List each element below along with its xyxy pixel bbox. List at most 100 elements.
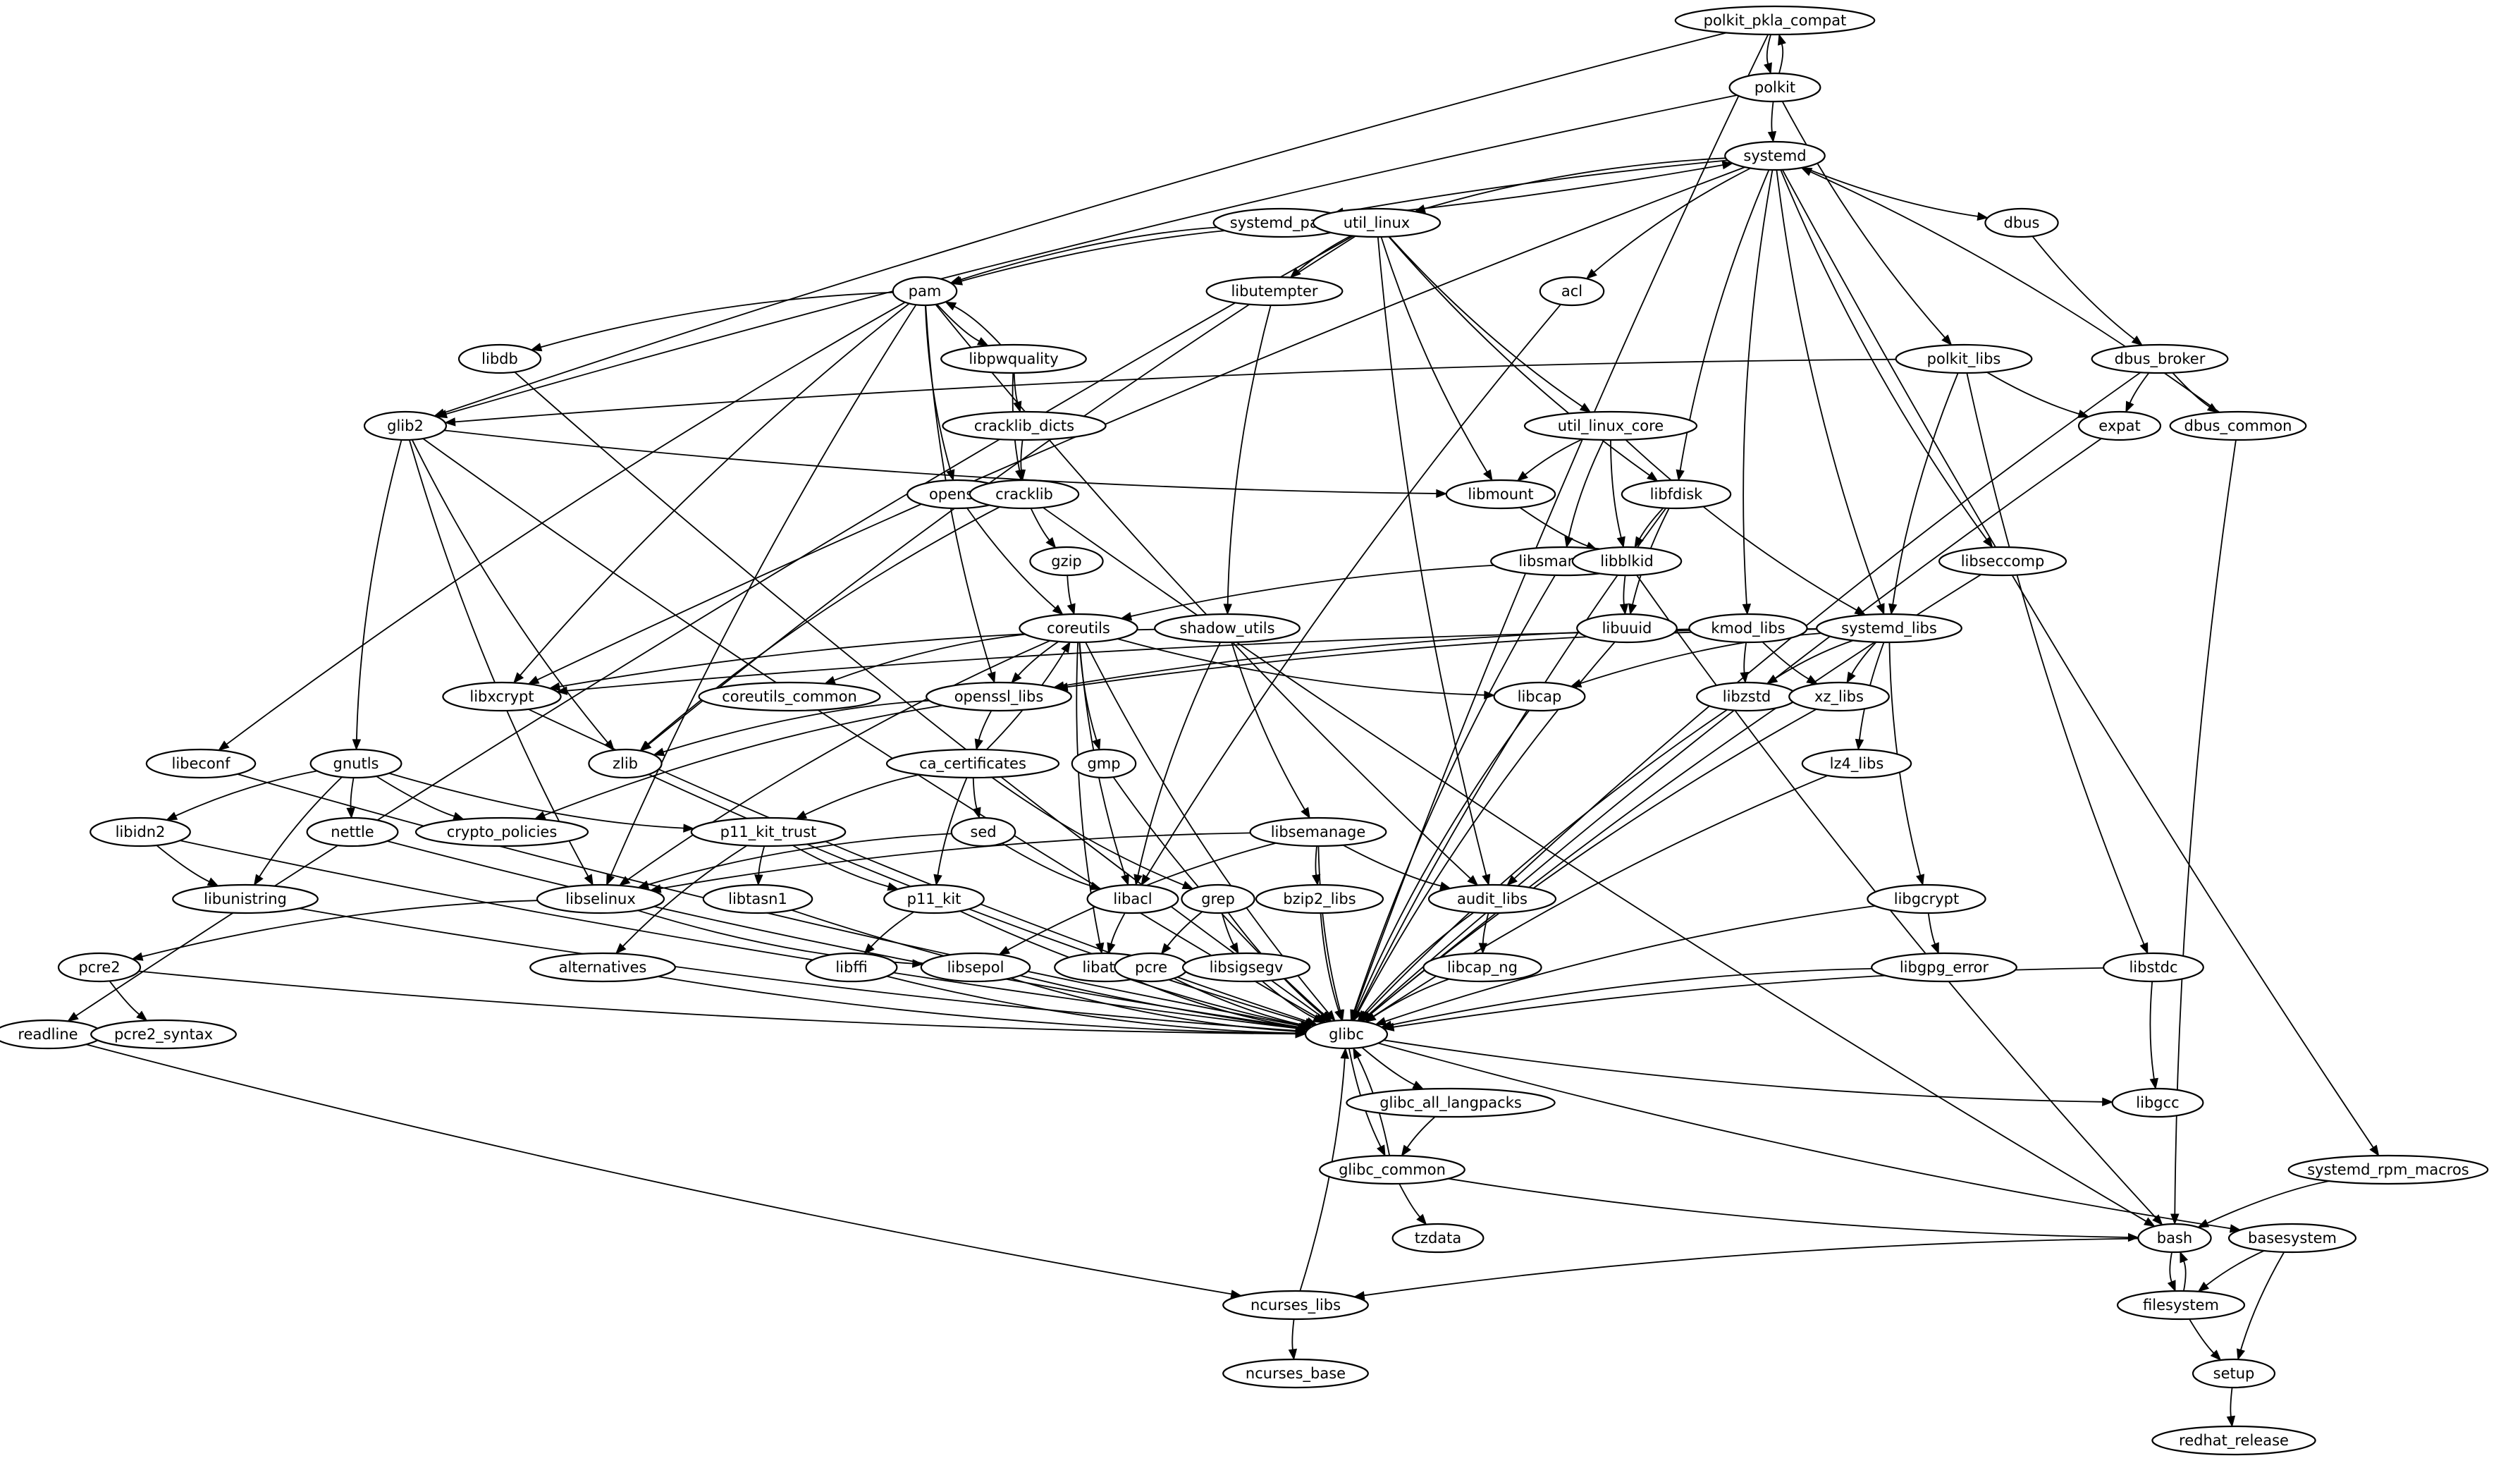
arrowhead-icon xyxy=(2131,335,2144,346)
node-pcre2[interactable]: pcre2 xyxy=(57,952,142,983)
node-audit_libs[interactable]: audit_libs xyxy=(1427,883,1557,914)
node-crypto_policies[interactable]: crypto_policies xyxy=(414,816,589,847)
node-filesystem[interactable]: filesystem xyxy=(2116,1290,2246,1321)
node-util_linux[interactable]: util_linux xyxy=(1312,207,1442,238)
node-expat[interactable]: expat xyxy=(2077,410,2162,441)
node-pam[interactable]: pam xyxy=(892,276,958,307)
node-libdb[interactable]: libdb xyxy=(457,343,542,374)
edge-glibc-to-basesystem xyxy=(1377,1042,2242,1233)
node-ncurses_libs[interactable]: ncurses_libs xyxy=(1222,1290,1369,1321)
node-libeconf[interactable]: libeconf xyxy=(145,748,257,779)
node-bzip2_libs[interactable]: bzip2_libs xyxy=(1255,883,1384,914)
edge-libsmartcols-to-glibc xyxy=(1350,575,1556,1022)
node-pcre[interactable]: pcre xyxy=(1114,952,1188,983)
node-ellipse xyxy=(172,883,319,914)
node-libuuid[interactable]: libuuid xyxy=(1576,613,1678,644)
node-libcap[interactable]: libcap xyxy=(1493,681,1586,712)
arrowhead-icon xyxy=(887,882,899,891)
node-bash[interactable]: bash xyxy=(2137,1223,2212,1254)
node-readline[interactable]: readline xyxy=(0,1019,104,1050)
node-nettle[interactable]: nettle xyxy=(306,816,399,847)
node-ellipse xyxy=(2137,1223,2212,1254)
node-label: filesystem xyxy=(2143,1297,2219,1314)
node-libidn2[interactable]: libidn2 xyxy=(90,816,191,847)
arrowhead-icon xyxy=(972,807,981,819)
node-dbus[interactable]: dbus xyxy=(1984,207,2059,238)
node-label: libtasn1 xyxy=(728,890,787,907)
node-basesystem[interactable]: basesystem xyxy=(2227,1223,2357,1254)
node-gzip[interactable]: gzip xyxy=(1029,546,1104,577)
node-lz4_libs[interactable]: lz4_libs xyxy=(1801,748,1912,779)
node-systemd[interactable]: systemd xyxy=(1724,140,1826,171)
node-libmount[interactable]: libmount xyxy=(1445,479,1556,510)
node-libutempter[interactable]: libutempter xyxy=(1205,276,1344,307)
node-libstdc[interactable]: libstdc xyxy=(2103,952,2204,983)
edge-line xyxy=(350,777,355,809)
node-redhat_release[interactable]: redhat_release xyxy=(2151,1425,2316,1456)
node-glib2[interactable]: glib2 xyxy=(363,410,448,441)
node-libcap_ng[interactable]: libcap_ng xyxy=(1422,952,1542,983)
node-glibc_common[interactable]: glibc_common xyxy=(1319,1154,1465,1185)
node-coreutils[interactable]: coreutils xyxy=(1019,613,1138,644)
node-shadow_utils[interactable]: shadow_utils xyxy=(1154,613,1301,644)
node-acl[interactable]: acl xyxy=(1539,276,1605,307)
node-libacl[interactable]: libacl xyxy=(1086,883,1179,914)
node-libgcc[interactable]: libgcc xyxy=(2111,1087,2204,1118)
edge-glib2-to-gnutls xyxy=(352,439,402,751)
node-xz_libs[interactable]: xz_libs xyxy=(1788,681,1890,712)
node-label: libgpg_error xyxy=(1900,959,1989,977)
node-gmp[interactable]: gmp xyxy=(1071,748,1137,779)
node-coreutils_common[interactable]: coreutils_common xyxy=(698,681,881,712)
node-libsemanage[interactable]: libsemanage xyxy=(1249,816,1387,847)
node-polkit_libs[interactable]: polkit_libs xyxy=(1895,343,2033,374)
node-libzstd[interactable]: libzstd xyxy=(1696,681,1797,712)
node-grep[interactable]: grep xyxy=(1181,883,1255,914)
arrowhead-icon xyxy=(1061,641,1071,654)
node-libseccomp[interactable]: libseccomp xyxy=(1938,546,2067,577)
node-libfdisk[interactable]: libfdisk xyxy=(1621,479,1732,510)
edge-line xyxy=(936,303,980,342)
node-alternatives[interactable]: alternatives xyxy=(529,952,676,983)
node-libgcrypt[interactable]: libgcrypt xyxy=(1867,883,1986,914)
arrowhead-icon xyxy=(1016,469,1026,482)
node-systemd_rpm_macros[interactable]: systemd_rpm_macros xyxy=(2287,1154,2489,1185)
node-libblkid[interactable]: libblkid xyxy=(1571,546,1683,577)
node-libselinux[interactable]: libselinux xyxy=(536,883,665,914)
node-ellipse xyxy=(1181,883,1255,914)
edge-systemd_libs-to-xz_libs xyxy=(1846,642,1877,684)
node-systemd_libs[interactable]: systemd_libs xyxy=(1816,613,1962,644)
node-gnutls[interactable]: gnutls xyxy=(309,748,402,779)
node-tzdata[interactable]: tzdata xyxy=(1391,1223,1485,1254)
node-dbus_common[interactable]: dbus_common xyxy=(2169,410,2307,441)
edge-nettle-to-glibc xyxy=(386,840,1310,1032)
node-glibc[interactable]: glibc xyxy=(1304,1019,1389,1050)
node-libunistring[interactable]: libunistring xyxy=(172,883,319,914)
node-label: crypto_policies xyxy=(447,824,558,841)
node-polkit_pkla_compat[interactable]: polkit_pkla_compat xyxy=(1674,5,1876,36)
node-openssl_libs[interactable]: openssl_libs xyxy=(926,681,1072,712)
node-libtasn1[interactable]: libtasn1 xyxy=(702,883,813,914)
node-polkit[interactable]: polkit xyxy=(1728,72,1821,103)
node-kmod_libs[interactable]: kmod_libs xyxy=(1688,613,1808,644)
node-ncurses_base[interactable]: ncurses_base xyxy=(1222,1358,1369,1389)
node-p11_kit_trust[interactable]: p11_kit_trust xyxy=(690,816,847,847)
node-libffi[interactable]: libffi xyxy=(805,952,898,983)
node-libpwquality[interactable]: libpwquality xyxy=(940,343,1087,374)
node-libxcrypt[interactable]: libxcrypt xyxy=(442,681,562,712)
node-systemd_pam[interactable]: systemd_pam xyxy=(1212,207,1351,238)
node-glibc_all_langpacks[interactable]: glibc_all_langpacks xyxy=(1346,1087,1556,1118)
node-libgpg_error[interactable]: libgpg_error xyxy=(1871,952,2017,983)
node-ca_certificates[interactable]: ca_certificates xyxy=(885,748,1060,779)
node-pcre2_syntax[interactable]: pcre2_syntax xyxy=(90,1019,237,1050)
node-libsigsegv[interactable]: libsigsegv xyxy=(1181,952,1311,983)
node-cracklib[interactable]: cracklib xyxy=(969,479,1080,510)
node-p11_kit[interactable]: p11_kit xyxy=(883,883,985,914)
arrowhead-icon xyxy=(1401,1144,1411,1157)
node-libsepol[interactable]: libsepol xyxy=(920,952,1031,983)
node-zlib[interactable]: zlib xyxy=(588,748,663,779)
node-setup[interactable]: setup xyxy=(2192,1358,2276,1389)
node-dbus_broker[interactable]: dbus_broker xyxy=(2091,343,2229,374)
node-cracklib_dicts[interactable]: cracklib_dicts xyxy=(942,410,1107,441)
node-sed[interactable]: sed xyxy=(950,816,1016,847)
node-util_linux_core[interactable]: util_linux_core xyxy=(1523,410,1698,441)
